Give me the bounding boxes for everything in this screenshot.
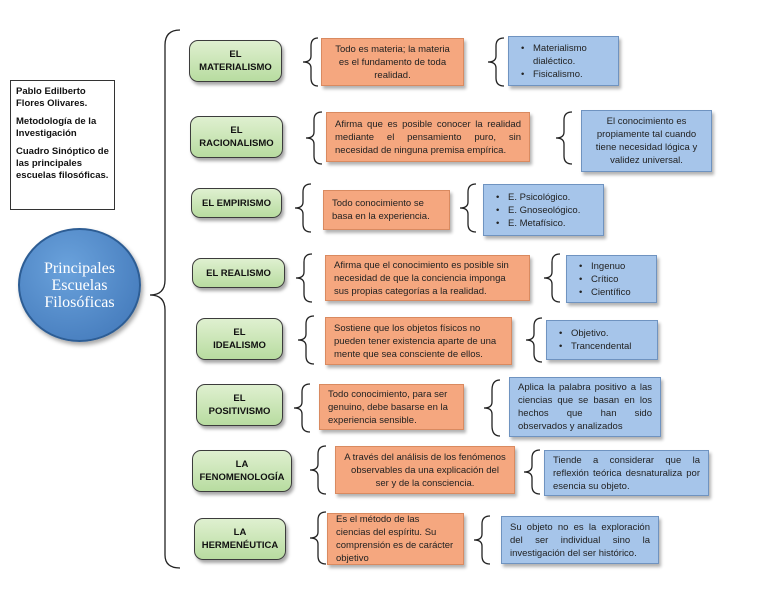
brace-row-7: [309, 445, 327, 495]
detail-item: Ingenuo: [579, 260, 648, 273]
desc-text: Todo conocimiento, para ser genuino, deb…: [328, 388, 448, 426]
details-idealismo: Objetivo.Trancendental: [546, 320, 658, 360]
school-idealismo: EL IDEALISMO: [196, 318, 283, 360]
info-box: Pablo Edilberto Flores Olivares. Metodol…: [10, 80, 115, 210]
school-name: LA HERMENÉUTICA: [201, 527, 279, 551]
brace-detail-7: [523, 449, 541, 495]
desc-text: Todo es materia; la materia es el fundam…: [335, 43, 450, 81]
detail-item: E. Gnoseológico.: [496, 204, 595, 217]
school-fenomenologia: LA FENOMENOLOGÍA: [192, 450, 292, 492]
school-realismo: EL REALISMO: [192, 258, 285, 288]
details-racionalismo: El conocimiento es propiamente tal cuand…: [581, 110, 712, 172]
desc-hermeneutica: Es el método de las ciencias del espírit…: [327, 513, 464, 565]
brace-detail-4: [543, 253, 561, 303]
central-node: Principales Escuelas Filosóficas: [18, 228, 141, 342]
brace-detail-1: [487, 37, 505, 87]
details-fenomenologia: Tiende a considerar que la reflexión teó…: [544, 450, 709, 496]
school-name: EL REALISMO: [206, 267, 271, 279]
desc-text: Es el método de las ciencias del espírit…: [336, 514, 454, 564]
school-name: LA FENOMENOLOGÍA: [199, 459, 285, 483]
detail-text: Su objeto no es la exploración del ser i…: [510, 521, 650, 559]
central-label: Principales Escuelas Filosóficas: [43, 259, 116, 311]
brace-row-4: [295, 253, 313, 303]
school-racionalismo: EL RACIONALISMO: [190, 116, 283, 158]
details-hermeneutica: Su objeto no es la exploración del ser i…: [501, 516, 659, 564]
desc-text: Todo conocimiento se basa en la experien…: [332, 198, 430, 222]
desc-racionalismo: Afirma que es posible conocer la realida…: [326, 112, 530, 162]
school-name: EL MATERIALISMO: [199, 49, 272, 73]
course-name: Metodología de la Investigación: [16, 116, 97, 139]
desc-materialismo: Todo es materia; la materia es el fundam…: [321, 38, 464, 86]
school-empirismo: EL EMPIRISMO: [191, 188, 282, 218]
desc-fenomenologia: A través del análisis de los fenómenos o…: [335, 446, 515, 494]
brace-row-3: [294, 183, 312, 233]
detail-text: Aplica la palabra positivo a las ciencia…: [518, 382, 652, 432]
desc-idealismo: Sostiene que los objetos físicos no pued…: [325, 317, 512, 365]
detail-item: E. Psicológico.: [496, 191, 595, 204]
detail-text: Tiende a considerar que la reflexión teó…: [553, 454, 700, 492]
topic-title: Cuadro Sinóptico de las principales escu…: [16, 146, 109, 181]
desc-text: Sostiene que los objetos físicos no pued…: [334, 322, 497, 360]
details-realismo: IngenuoCríticoCientífico: [566, 255, 657, 303]
brace-detail-5: [525, 317, 543, 363]
author-name: Pablo Edilberto Flores Olivares.: [16, 86, 88, 109]
details-positivismo: Aplica la palabra positivo a las ciencia…: [509, 377, 661, 437]
brace-detail-3: [459, 183, 477, 233]
desc-text: Afirma que el conocimiento es posible si…: [334, 259, 509, 297]
brace-detail-6: [483, 379, 501, 437]
detail-item: Crítico: [579, 273, 648, 286]
school-name: EL POSITIVISMO: [208, 393, 271, 417]
detail-item: Objetivo.: [559, 327, 649, 340]
school-positivismo: EL POSITIVISMO: [196, 384, 283, 426]
brace-row-1: [302, 37, 319, 87]
school-name: EL IDEALISMO: [213, 327, 266, 351]
detail-text: El conocimiento es propiamente tal cuand…: [595, 116, 698, 166]
desc-empirismo: Todo conocimiento se basa en la experien…: [323, 190, 450, 230]
desc-positivismo: Todo conocimiento, para ser genuino, deb…: [319, 384, 464, 430]
school-name: EL RACIONALISMO: [199, 125, 274, 149]
brace-detail-2: [555, 111, 573, 165]
details-materialismo: Materialismo dialéctico.Fisicalismo.: [508, 36, 619, 86]
detail-item: E. Metafísico.: [496, 217, 595, 230]
school-hermeneutica: LA HERMENÉUTICA: [194, 518, 286, 560]
brace-row-8: [309, 511, 327, 565]
detail-item: Materialismo dialéctico.: [521, 42, 610, 68]
brace-row-2: [305, 111, 323, 165]
school-materialismo: EL MATERIALISMO: [189, 40, 282, 82]
details-empirismo: E. Psicológico.E. Gnoseológico.E. Metafí…: [483, 184, 604, 236]
detail-item: Fisicalismo.: [521, 68, 610, 81]
brace-row-5: [297, 315, 315, 365]
brace-detail-8: [473, 515, 491, 565]
brace-row-6: [293, 383, 311, 433]
detail-item: Trancendental: [559, 340, 649, 353]
school-name: EL EMPIRISMO: [202, 197, 271, 209]
desc-realismo: Afirma que el conocimiento es posible si…: [325, 255, 530, 301]
detail-item: Científico: [579, 286, 648, 299]
desc-text: A través del análisis de los fenómenos o…: [344, 451, 506, 489]
main-brace: [149, 29, 181, 569]
desc-text: Afirma que es posible conocer la realida…: [335, 118, 521, 156]
